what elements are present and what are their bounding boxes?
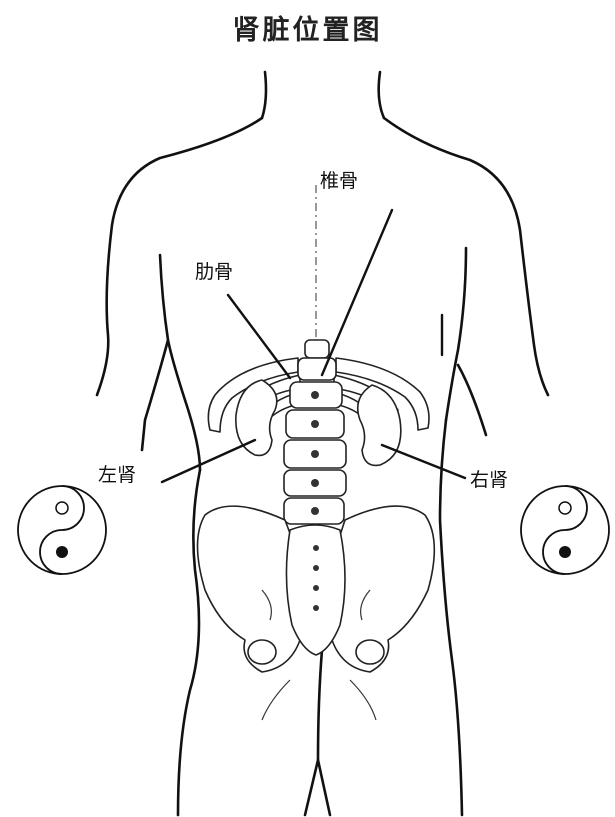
right-kidney-label: 右肾: [470, 469, 508, 491]
pelvis: [198, 506, 435, 672]
rib-leader: [228, 295, 290, 378]
right-kidney-leader: [382, 445, 465, 478]
left-kidney-label: 左肾: [98, 464, 136, 486]
vertebra-label: 椎骨: [320, 170, 358, 192]
yin-yang-icon-right: [521, 486, 609, 574]
right-kidney-shape: [358, 385, 401, 465]
rib-label: 肋骨: [195, 261, 233, 283]
left-kidney-leader: [162, 440, 255, 482]
vertebra-leader: [322, 210, 392, 375]
yin-yang-icon-left: [18, 486, 106, 574]
